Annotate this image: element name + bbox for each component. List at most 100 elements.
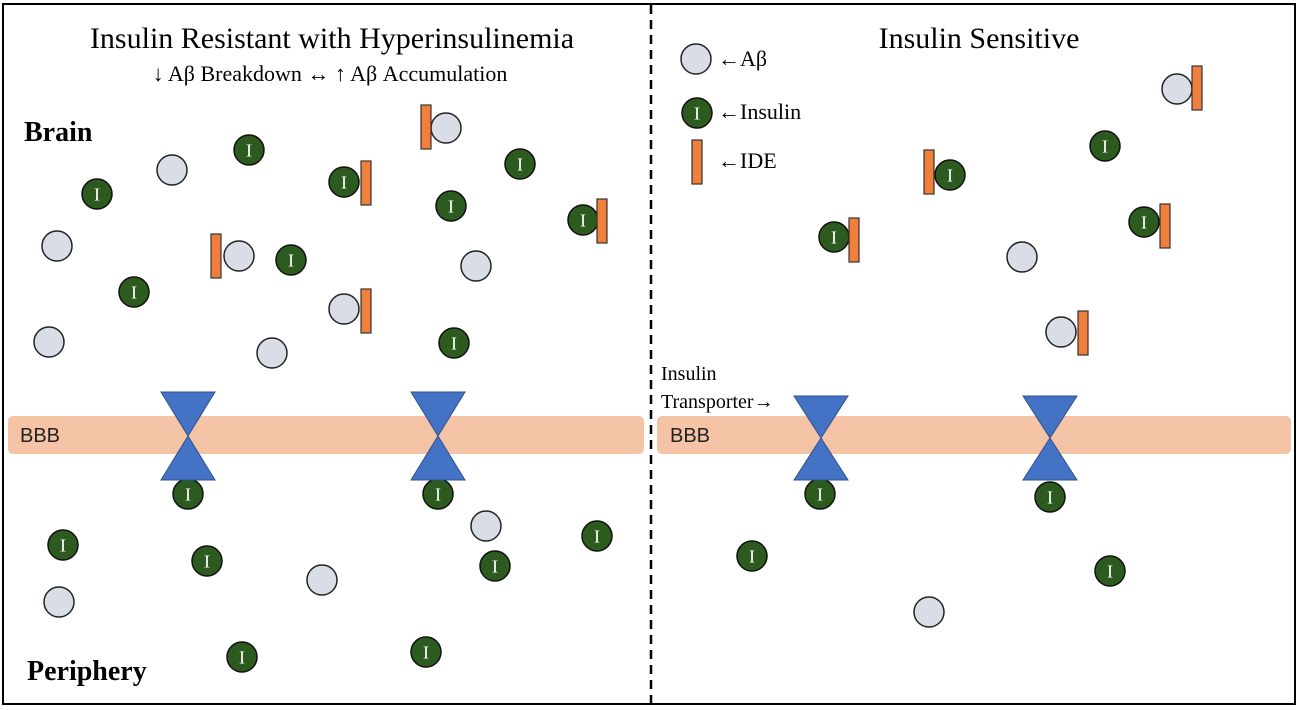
abeta-molecule — [43, 586, 75, 618]
insulin-molecule: I — [118, 276, 150, 308]
insulin-symbol: I — [60, 536, 66, 556]
ide-enzyme — [848, 217, 860, 263]
ide-enzyme — [1191, 65, 1203, 111]
abeta-molecule — [470, 510, 502, 542]
insulin-molecule: I — [226, 641, 258, 673]
insulin-symbol: I — [694, 104, 700, 124]
brain-label: Brain — [24, 117, 93, 148]
insulin-transporter — [793, 395, 849, 481]
insulin-molecule: I — [479, 550, 511, 582]
left-bbb-band: BBB — [8, 416, 644, 454]
insulin-molecule: I — [438, 327, 470, 359]
abeta-molecule — [256, 337, 288, 369]
transporter-label-line2: Transporter→ — [661, 391, 774, 413]
legend-abeta-label: ←Aβ — [718, 46, 767, 71]
left-panel-subtitle: ↓ Aβ Breakdown ↔ ↑ Aβ Accumulation — [153, 61, 508, 86]
insulin-symbol: I — [749, 547, 755, 567]
abeta-molecule — [41, 230, 73, 262]
abeta-molecule — [680, 43, 712, 75]
insulin-molecule: I — [1128, 206, 1160, 238]
insulin-transporter — [160, 391, 216, 481]
insulin-symbol: I — [423, 643, 429, 663]
legend-insulin-label: ←Insulin — [718, 99, 801, 124]
ide-enzyme — [691, 139, 703, 185]
insulin-transporter — [1022, 395, 1078, 481]
diagram-shapes: I I I I I I I I I I I I I I I I I I I I I I I I I I — [33, 43, 1203, 673]
ide-enzyme — [360, 160, 372, 206]
insulin-symbol: I — [1047, 488, 1053, 508]
periphery-label: Periphery — [27, 656, 147, 687]
insulin-symbol: I — [288, 251, 294, 271]
abeta-molecule — [1006, 241, 1038, 273]
insulin-symbol: I — [1141, 213, 1147, 233]
insulin-molecule: I — [934, 159, 966, 191]
insulin-molecule: I — [233, 134, 265, 166]
insulin-molecule: I — [328, 166, 360, 198]
insulin-symbol: I — [448, 197, 454, 217]
right-bbb-band: BBB — [657, 416, 1291, 454]
insulin-symbol: I — [131, 283, 137, 303]
insulin-molecule: I — [275, 244, 307, 276]
ide-enzyme — [210, 233, 222, 279]
insulin-molecule: I — [818, 221, 850, 253]
insulin-symbol: I — [204, 552, 210, 572]
abeta-molecule — [430, 112, 462, 144]
abeta-molecule — [328, 293, 360, 325]
abeta-molecule — [913, 596, 945, 628]
insulin-symbol: I — [1107, 562, 1113, 582]
ide-enzyme — [1159, 203, 1171, 249]
insulin-molecule: I — [504, 148, 536, 180]
insulin-symbol: I — [947, 166, 953, 186]
left-bbb-label: BBB — [20, 425, 60, 447]
insulin-molecule: I — [804, 478, 836, 510]
insulin-molecule: I — [1089, 130, 1121, 162]
insulin-symbol: I — [94, 185, 100, 205]
insulin-molecule: I — [172, 478, 204, 510]
insulin-symbol: I — [580, 211, 586, 231]
abeta-molecule — [33, 326, 65, 358]
abeta-molecule — [1045, 316, 1077, 348]
abeta-molecule — [1161, 73, 1193, 105]
insulin-symbol: I — [435, 485, 441, 505]
insulin-symbol: I — [817, 485, 823, 505]
insulin-symbol: I — [451, 334, 457, 354]
ide-enzyme — [360, 288, 372, 334]
right-bbb-label: BBB — [670, 425, 710, 447]
insulin-molecule: I — [681, 97, 713, 129]
insulin-molecule: I — [581, 520, 613, 552]
insulin-molecule: I — [47, 529, 79, 561]
right-panel-title: Insulin Sensitive — [879, 22, 1080, 55]
insulin-molecule: I — [191, 545, 223, 577]
insulin-molecule: I — [81, 178, 113, 210]
insulin-symbol: I — [517, 155, 523, 175]
ide-enzyme — [420, 104, 432, 150]
figure-frame — [2, 3, 1296, 705]
insulin-transporter — [410, 391, 466, 481]
transporter-label-line1: Insulin — [661, 363, 717, 385]
abeta-molecule — [460, 250, 492, 282]
abeta-molecule — [156, 154, 188, 186]
insulin-molecule: I — [1034, 481, 1066, 513]
insulin-symbol: I — [185, 485, 191, 505]
insulin-symbol: I — [246, 141, 252, 161]
insulin-symbol: I — [594, 527, 600, 547]
insulin-symbol: I — [831, 228, 837, 248]
ide-enzyme — [596, 198, 608, 244]
insulin-molecule: I — [736, 540, 768, 572]
insulin-molecule: I — [422, 478, 454, 510]
abeta-molecule — [306, 564, 338, 596]
insulin-symbol: I — [239, 648, 245, 668]
insulin-symbol: I — [341, 173, 347, 193]
legend-ide-label: ←IDE — [718, 148, 777, 173]
abeta-molecule — [223, 240, 255, 272]
insulin-molecule: I — [1094, 555, 1126, 587]
left-panel-title: Insulin Resistant with Hyperinsulinemia — [90, 22, 574, 55]
insulin-symbol: I — [492, 557, 498, 577]
insulin-molecule: I — [410, 636, 442, 668]
ide-enzyme — [923, 149, 935, 195]
insulin-molecule: I — [435, 190, 467, 222]
ide-enzyme — [1077, 310, 1089, 356]
insulin-symbol: I — [1102, 137, 1108, 157]
insulin-molecule: I — [567, 204, 599, 236]
